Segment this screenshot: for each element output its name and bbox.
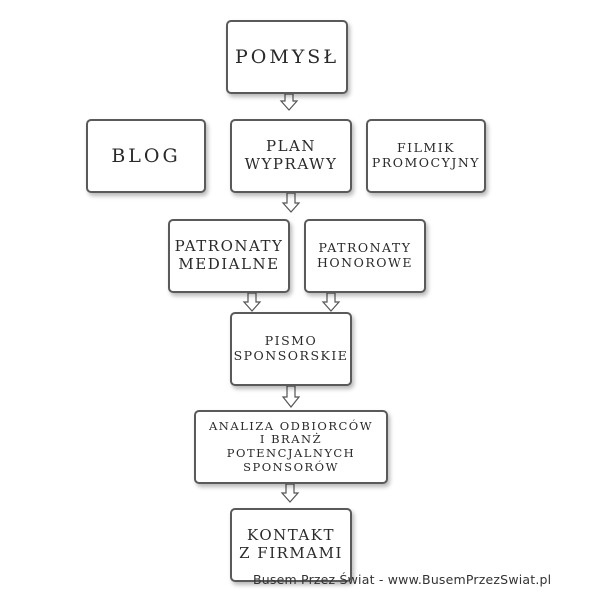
node-pomysl-line-1: POMYSŁ [234,45,340,68]
arrow-analiza-to-kontakt [280,483,300,503]
node-analiza-line-3: POTENCJALNYCH [226,446,356,460]
arrow-plan-to-patronaty-medialne [281,192,301,213]
node-patronaty-medialne: PATRONATY MEDIALNE [168,219,290,293]
node-filmik-line-2: PROMOCYJNY [371,155,481,170]
node-pmed-line-1: PATRONATY [174,237,284,256]
node-filmik-line-1: FILMIK [397,140,455,156]
node-analiza-line-4: SPONSORÓW [243,459,339,474]
node-plan-line-1: PLAN [265,137,316,156]
node-analiza-line-1: ANALIZA ODBIORCÓW [208,418,374,433]
node-kontakt-line-2: Z FIRMAMI [239,544,343,562]
node-blog: BLOG [86,119,206,193]
arrow-pomysl-to-plan [279,93,299,111]
node-pmed-line-2: MEDIALNE [178,255,280,273]
node-plan-line-2: WYPRAWY [244,155,338,173]
node-kontakt-line-1: KONTAKT [247,526,335,545]
node-pismo-line-1: PISMO [264,333,318,349]
node-pismo-line-2: SPONSORSKIE [233,348,349,363]
node-kontakt-z-firmami: KONTAKT Z FIRMAMI [230,508,352,582]
node-pomysl: POMYSŁ [226,20,348,94]
node-phon-line-2: HONOROWE [317,255,413,270]
footer-watermark: Busem Przez Świat - www.BusemPrzezSwiat.… [253,572,552,587]
node-plan-wyprawy: PLAN WYPRAWY [230,119,352,193]
node-analiza-line-2: I BRANŻ [259,432,323,447]
node-analiza-odbiorcow: ANALIZA ODBIORCÓW I BRANŻ POTENCJALNYCH … [194,410,388,484]
node-patronaty-honorowe: PATRONATY HONOROWE [304,219,426,293]
arrow-patronaty-medialne-to-pismo [242,292,262,312]
arrow-pismo-to-analiza [281,385,301,408]
arrow-patronaty-honorowe-to-pismo [321,292,341,312]
node-filmik-promocyjny: FILMIK PROMOCYJNY [366,119,486,193]
node-blog-line-1: BLOG [111,144,181,167]
node-pismo-sponsorskie: PISMO SPONSORSKIE [230,312,352,386]
node-phon-line-1: PATRONATY [318,240,412,256]
